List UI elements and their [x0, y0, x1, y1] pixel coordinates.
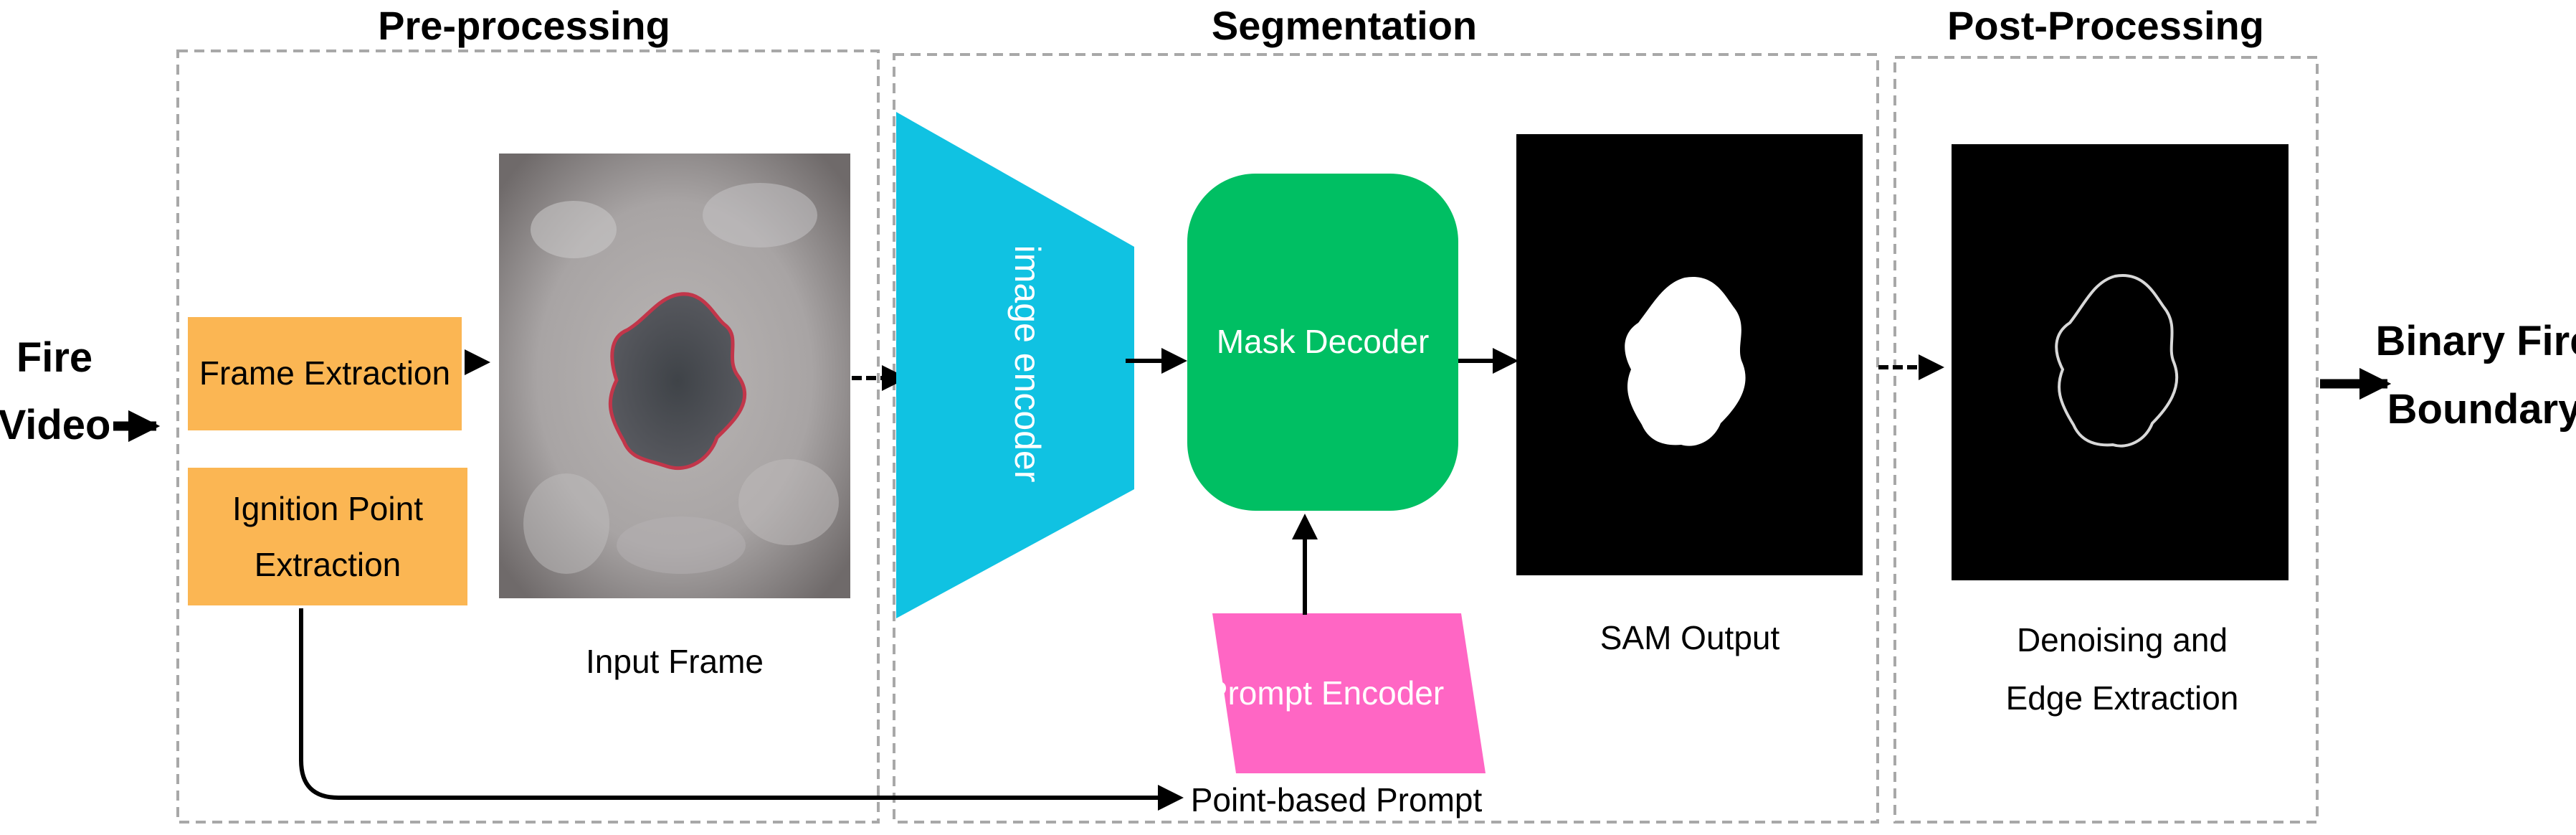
sam-output-caption: SAM Output [1600, 619, 1780, 656]
input-frame-image [499, 154, 850, 598]
ignition-point-label-line1: Ignition Point [232, 490, 423, 527]
input-label-line2: Video [0, 402, 110, 448]
segmentation-panel [893, 53, 1879, 824]
preprocessing-title: Pre-processing [378, 3, 670, 48]
segmentation-title: Segmentation [1212, 3, 1477, 48]
image-encoder-label: image encoder [1007, 245, 1047, 483]
input-frame-caption: Input Frame [586, 643, 764, 680]
postprocessing-title: Post-Processing [1947, 3, 2264, 48]
prompt-encoder-block [1212, 613, 1486, 773]
ignition-to-prompt-arrow [299, 608, 1184, 811]
preprocessing-panel [176, 49, 880, 824]
sam-output-image [1516, 134, 1863, 575]
edge-extraction-caption-line1: Denoising and [2017, 621, 2228, 659]
output-label-line2: Boundary [2387, 386, 2576, 433]
point-prompt-label: Point-based Prompt [1191, 781, 1483, 819]
frame-extraction-box [188, 317, 462, 430]
image-encoder-block [896, 112, 1134, 618]
frame-extraction-label: Frame Extraction [199, 354, 450, 392]
prompt-encoder-label: Prompt Encoder [1206, 674, 1444, 712]
mask-decoder-label: Mask Decoder [1217, 323, 1430, 360]
input-label-line1: Fire [16, 334, 92, 381]
edge-extraction-image [1952, 144, 2289, 580]
ignition-point-label-line2: Extraction [255, 546, 401, 583]
output-label-line1: Binary Fire [2376, 318, 2576, 364]
mask-decoder-block [1187, 174, 1458, 511]
ignition-point-box [188, 468, 467, 605]
edge-extraction-caption-line2: Edge Extraction [2006, 679, 2239, 717]
